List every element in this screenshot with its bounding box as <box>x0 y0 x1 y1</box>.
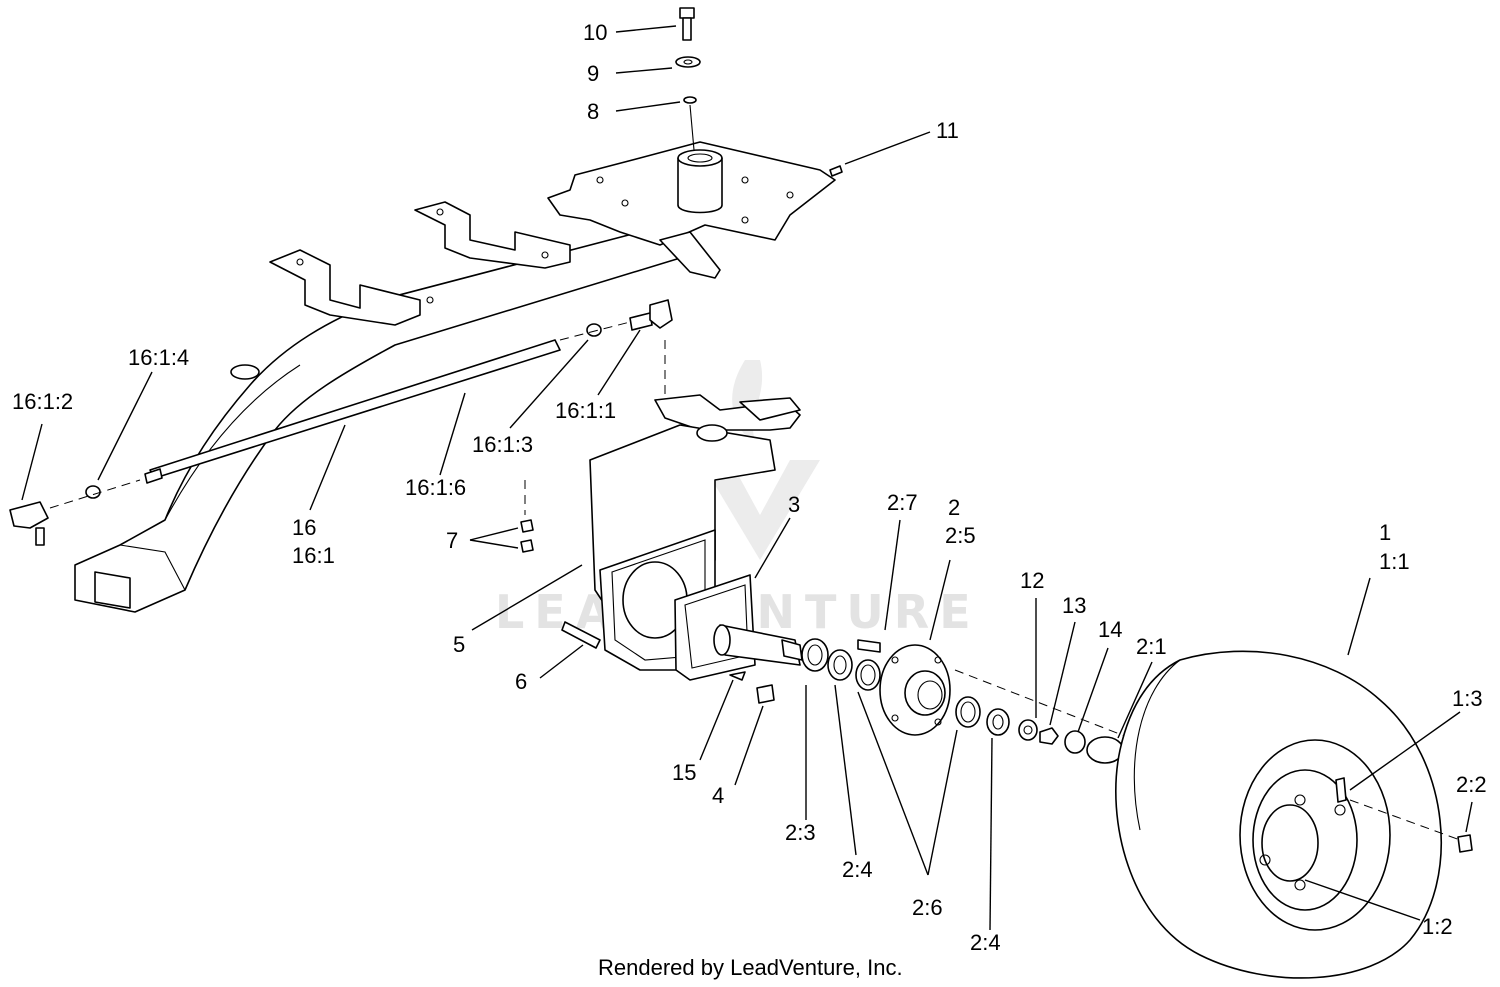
wheel-hub-assembly <box>801 638 1136 764</box>
callout-2: 2 <box>948 495 960 520</box>
callout-4: 4 <box>712 783 724 808</box>
spindle-bracket <box>520 394 803 704</box>
pivot-hardware <box>675 7 843 177</box>
callout-2-7: 2:7 <box>887 490 918 515</box>
callout-2-2: 2:2 <box>1456 772 1487 797</box>
callout-2-1: 2:1 <box>1136 634 1167 659</box>
callout-2-6: 2:6 <box>912 895 943 920</box>
callout-15: 15 <box>672 760 696 785</box>
callout-6: 6 <box>515 669 527 694</box>
callout-16-1-6: 16:1:6 <box>405 475 466 500</box>
callout-1-2: 1:2 <box>1422 914 1453 939</box>
callout-3: 3 <box>788 492 800 517</box>
callout-16: 16 <box>292 515 316 540</box>
callout-1-3: 1:3 <box>1452 686 1483 711</box>
callout-16-1: 16:1 <box>292 543 335 568</box>
callout-5: 5 <box>453 632 465 657</box>
callout-1-1: 1:1 <box>1379 549 1410 574</box>
callout-2-5: 2:5 <box>945 523 976 548</box>
callout-13: 13 <box>1062 593 1086 618</box>
callout-2-4-outer: 2:4 <box>970 930 1001 955</box>
callout-10: 10 <box>583 20 607 45</box>
callout-14: 14 <box>1098 617 1122 642</box>
callout-16-1-3: 16:1:3 <box>472 432 533 457</box>
callout-12: 12 <box>1020 568 1044 593</box>
callout-2-4-inner: 2:4 <box>842 857 873 882</box>
callout-9: 9 <box>587 61 599 86</box>
callout-1: 1 <box>1379 520 1391 545</box>
callout-8: 8 <box>587 99 599 124</box>
leader-lines <box>21 25 1473 931</box>
tie-rod-assembly <box>9 299 673 546</box>
footer-credit: Rendered by LeadVenture, Inc. <box>598 955 903 980</box>
front-frame-axle <box>74 141 836 613</box>
callout-16-1-1: 16:1:1 <box>555 398 616 423</box>
callout-2-3: 2:3 <box>785 820 816 845</box>
callout-7: 7 <box>446 528 458 553</box>
callout-16-1-4: 16:1:4 <box>128 345 189 370</box>
callout-labels: 10 9 8 11 16:1:4 16:1:2 16:1:1 16:1:3 16… <box>12 20 1487 955</box>
callout-16-1-2: 16:1:2 <box>12 389 73 414</box>
wheel-tire <box>1115 650 1473 979</box>
callout-11: 11 <box>936 118 959 143</box>
